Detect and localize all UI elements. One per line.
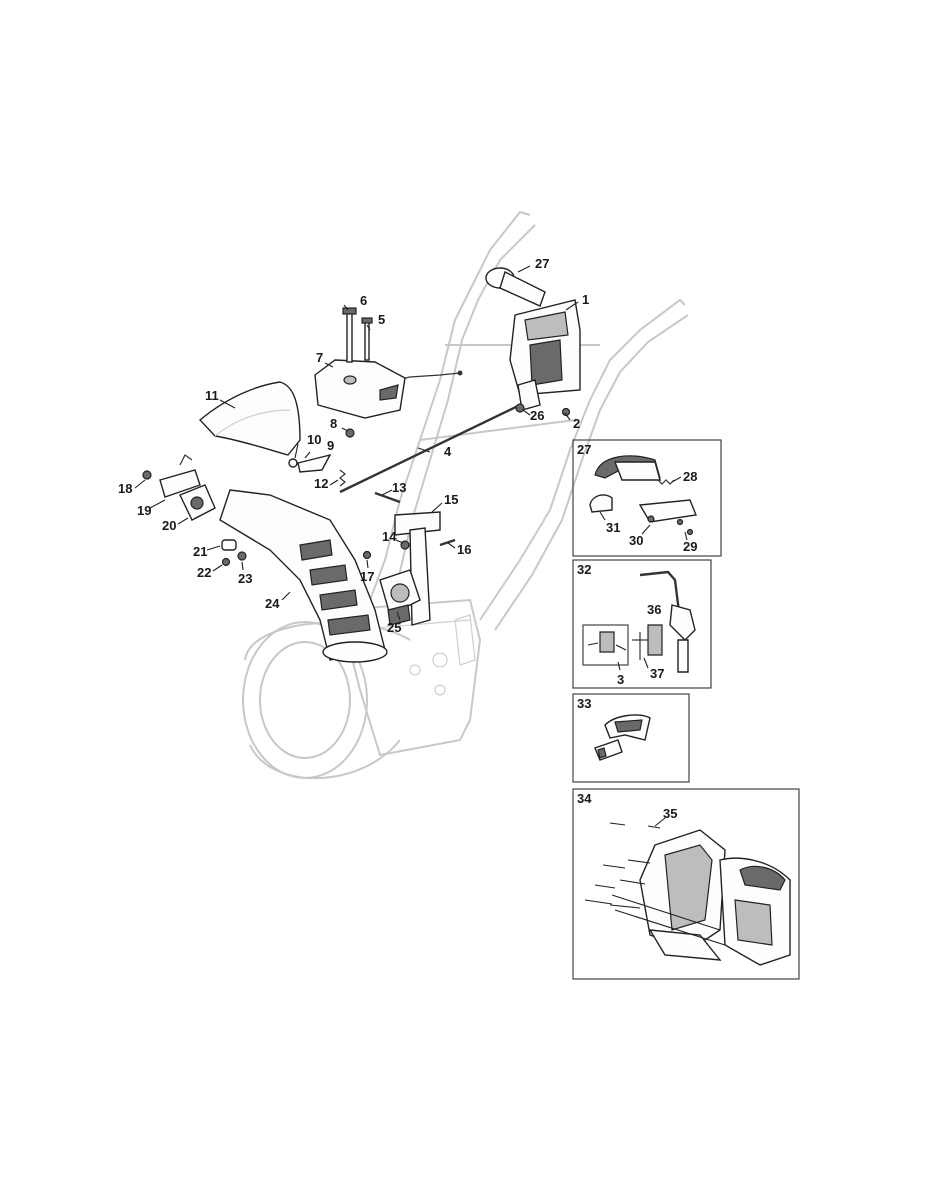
callout-20: 20 [162,518,176,533]
inset-34: 34 35 [572,788,800,980]
callout-25: 25 [387,620,401,635]
callout-21: 21 [193,544,207,559]
chute-gear-part-20 [179,484,216,521]
callout-13: 13 [392,480,406,495]
callout-36: 36 [647,602,661,617]
callout-29: 29 [683,539,697,554]
chute-part-24 [219,489,388,663]
callout-6: 6 [360,293,367,308]
callout-15: 15 [444,492,458,507]
inset-33: 33 [572,693,690,783]
callout-18: 18 [118,481,132,496]
callout-10: 10 [307,432,321,447]
main-callouts: 1 2 4 5 6 7 8 9 10 11 12 13 14 15 16 17 … [118,256,589,635]
callout-11: 11 [205,388,219,403]
small-hardware [142,403,571,567]
leader-lines [134,265,579,621]
handle-grip-part-27 [485,267,546,307]
callout-4: 4 [444,444,452,459]
callout-23: 23 [238,571,252,586]
callout-2: 2 [573,416,580,431]
callout-14: 14 [382,529,397,544]
chute-cover-part-7 [314,359,406,419]
callout-9: 9 [327,438,334,453]
callout-7: 7 [316,350,323,365]
callout-5: 5 [378,312,385,327]
chute-bracket-part-19 [159,454,201,498]
callout-22: 22 [197,565,211,580]
inset-27: 27 28 31 30 29 [572,439,722,557]
bolts-5-6 [342,307,373,363]
callout-24: 24 [265,596,280,611]
deflector-part-11 [198,381,301,456]
control-rod [339,403,521,494]
inset-32: 32 36 3 37 [572,559,712,689]
callout-19: 19 [137,503,151,518]
inset-33-label: 33 [577,696,591,711]
callout-26: 26 [530,408,544,423]
callout-28: 28 [683,469,697,484]
ghost-frame [242,210,689,780]
inset-34-label: 34 [577,791,592,806]
callout-8: 8 [330,416,337,431]
callout-1: 1 [582,292,589,307]
chute-crank-part-25 [379,569,421,626]
callout-35: 35 [663,806,677,821]
callout-30: 30 [629,533,643,548]
inset-32-label: 32 [577,562,591,577]
callout-12: 12 [314,476,328,491]
callout-31: 31 [606,520,620,535]
inset-27-label: 27 [577,442,591,457]
callout-17: 17 [360,569,374,584]
callout-37: 37 [650,666,664,681]
callout-3: 3 [617,672,624,687]
callout-16: 16 [457,542,471,557]
callout-27: 27 [535,256,549,271]
shift-control-assembly [509,299,581,411]
